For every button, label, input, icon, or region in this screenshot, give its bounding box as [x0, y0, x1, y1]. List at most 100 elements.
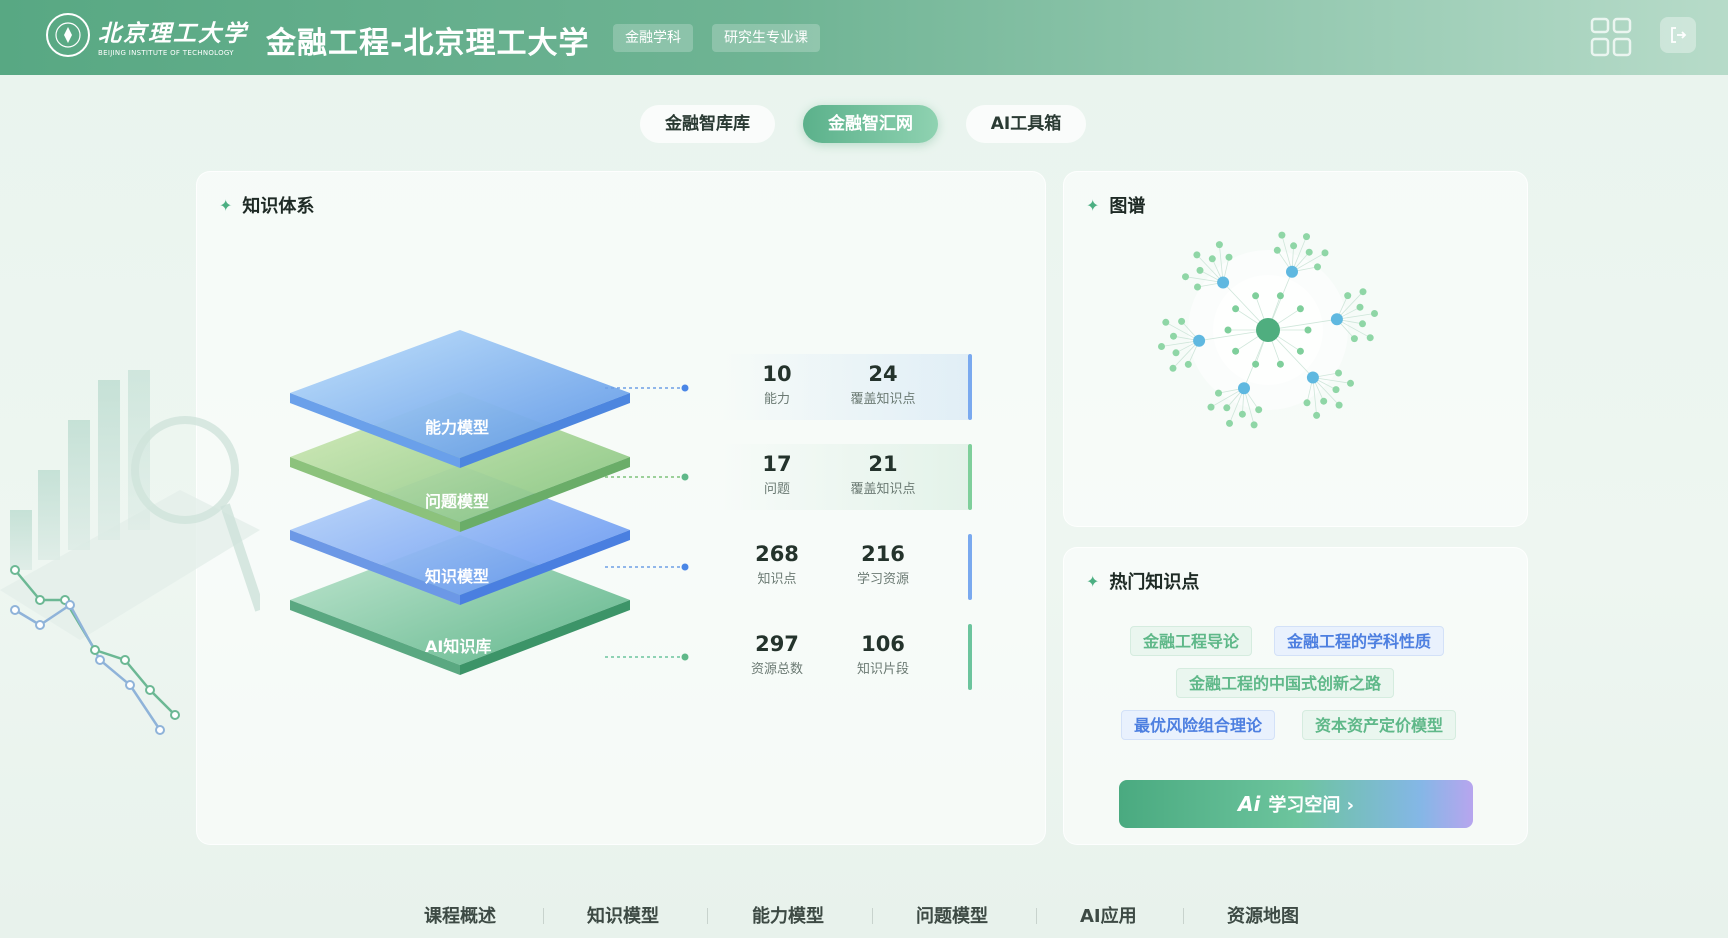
- graph-node[interactable]: [1250, 421, 1258, 429]
- graph-node[interactable]: [1296, 347, 1304, 355]
- graph-hub-node[interactable]: [1286, 265, 1298, 278]
- graph-node[interactable]: [1314, 263, 1321, 271]
- layer-label-knowledge[interactable]: 知识模型: [425, 567, 490, 586]
- nav-ai-application[interactable]: AI应用: [1080, 906, 1137, 927]
- graph-node[interactable]: [1344, 292, 1352, 300]
- nav-ability-model[interactable]: 能力模型: [752, 906, 824, 927]
- graph-node[interactable]: [1303, 399, 1311, 407]
- graph-node[interactable]: [1356, 303, 1364, 311]
- graph-node[interactable]: [1304, 326, 1312, 334]
- graph-node[interactable]: [1215, 389, 1222, 397]
- graph-edge: [1172, 340, 1200, 369]
- graph-node[interactable]: [1320, 397, 1328, 405]
- graph-node[interactable]: [1178, 317, 1186, 325]
- graph-node[interactable]: [1350, 335, 1358, 343]
- logout-icon[interactable]: [1660, 17, 1696, 53]
- nav-resource-map[interactable]: 资源地图: [1227, 906, 1299, 927]
- hot-chip-china-innovation[interactable]: 金融工程的中国式创新之路: [1176, 668, 1395, 698]
- graph-node[interactable]: [1347, 379, 1354, 387]
- tab-finance-think-tank[interactable]: 金融智库库: [640, 105, 775, 143]
- hot-chip-capm[interactable]: 资本资产定价模型: [1302, 710, 1457, 740]
- graph-hub-node[interactable]: [1306, 371, 1319, 384]
- logo-cn-text: 北京理工大学: [98, 19, 248, 47]
- knowledge-layer-stack: [290, 330, 689, 675]
- graph-node[interactable]: [1172, 349, 1180, 357]
- graph-node[interactable]: [1208, 255, 1216, 263]
- graph-node[interactable]: [1335, 401, 1343, 409]
- graph-node[interactable]: [1303, 233, 1310, 241]
- hot-chip-discipline[interactable]: 金融工程的学科性质: [1274, 626, 1445, 656]
- graph-edge: [1336, 318, 1371, 339]
- graph-node[interactable]: [1232, 305, 1240, 313]
- graph-node[interactable]: [1226, 419, 1233, 427]
- graph-node[interactable]: [1255, 406, 1263, 414]
- graph-node[interactable]: [1321, 249, 1329, 257]
- graph-node[interactable]: [1170, 332, 1177, 340]
- graph-node[interactable]: [1225, 253, 1233, 261]
- graph-hub-node[interactable]: [1217, 276, 1230, 289]
- graph-node[interactable]: [1290, 242, 1298, 250]
- ai-learning-space-button[interactable]: Ai 学习空间 ›: [1119, 780, 1473, 828]
- stat-value: 21: [868, 452, 898, 476]
- layer-label-ability[interactable]: 能力模型: [425, 418, 490, 437]
- graph-node[interactable]: [1184, 360, 1192, 368]
- graph-edge: [1312, 377, 1317, 416]
- graph-node[interactable]: [1193, 251, 1201, 259]
- hot-chip-intro[interactable]: 金融工程导论: [1130, 626, 1253, 656]
- graph-node[interactable]: [1305, 248, 1313, 256]
- hot-chip-optimal-portfolio[interactable]: 最优风险组合理论: [1121, 710, 1276, 740]
- graph-node[interactable]: [1313, 411, 1321, 419]
- graph-node[interactable]: [1224, 326, 1232, 334]
- nav-problem-model[interactable]: 问题模型: [916, 906, 988, 927]
- sparkle-icon: ✦: [219, 195, 233, 215]
- stat-row-knowledge: 268 知识点 216 学习资源: [722, 534, 972, 600]
- layer-label-ai-kb[interactable]: AI知识库: [425, 637, 492, 656]
- stat-label: 能力: [763, 392, 790, 407]
- graph-node[interactable]: [1359, 320, 1366, 328]
- bottom-nav: 课程概述 知识模型 能力模型 问题模型 AI应用 资源地图: [0, 902, 1728, 932]
- graph-node[interactable]: [1232, 347, 1240, 355]
- nav-course-overview[interactable]: 课程概述: [424, 906, 496, 927]
- graph-hub-node[interactable]: [1330, 313, 1343, 326]
- tag-course-level: 研究生专业课: [712, 24, 820, 52]
- graph-node[interactable]: [1194, 283, 1201, 291]
- sparkle-icon: ✦: [1086, 571, 1100, 591]
- graph-node[interactable]: [1196, 266, 1204, 274]
- grid-icon[interactable]: [1588, 14, 1634, 60]
- graph-node[interactable]: [1276, 360, 1284, 368]
- graph-node[interactable]: [1162, 318, 1170, 326]
- graph-node[interactable]: [1296, 305, 1304, 313]
- graph-hub-node[interactable]: [1193, 334, 1206, 347]
- site-title: 金融工程-北京理工大学: [266, 26, 590, 61]
- graph-node[interactable]: [1371, 310, 1378, 317]
- graph-node[interactable]: [1359, 288, 1367, 296]
- tab-finance-network[interactable]: 金融智汇网: [803, 105, 938, 143]
- graph-edge: [1312, 377, 1340, 406]
- graph-panel-title: 图谱: [1109, 196, 1146, 217]
- graph-node[interactable]: [1366, 334, 1374, 342]
- university-logo[interactable]: 北京理工大学 BEIJING INSTITUTE OF TECHNOLOGY: [46, 13, 248, 57]
- graph-node[interactable]: [1332, 386, 1340, 394]
- graph-node[interactable]: [1169, 364, 1177, 372]
- graph-node[interactable]: [1223, 404, 1231, 412]
- graph-node[interactable]: [1278, 231, 1286, 239]
- graph-node[interactable]: [1252, 292, 1260, 300]
- graph-node[interactable]: [1273, 246, 1281, 254]
- graph-node[interactable]: [1215, 241, 1223, 249]
- graph-edge: [1161, 340, 1200, 347]
- graph-root-node[interactable]: [1256, 318, 1280, 342]
- graph-node[interactable]: [1207, 403, 1215, 411]
- layer-label-problem[interactable]: 问题模型: [425, 492, 490, 511]
- graph-edge: [1291, 252, 1326, 273]
- graph-node[interactable]: [1252, 360, 1260, 368]
- stat-accent-bar: [968, 354, 972, 420]
- knowledge-graph[interactable]: [1125, 180, 1425, 500]
- tab-ai-toolbox[interactable]: AI工具箱: [966, 105, 1086, 143]
- nav-knowledge-model[interactable]: 知识模型: [587, 906, 659, 927]
- graph-node[interactable]: [1182, 273, 1189, 281]
- graph-node[interactable]: [1276, 292, 1284, 300]
- graph-node[interactable]: [1238, 410, 1246, 418]
- graph-hub-node[interactable]: [1238, 382, 1250, 395]
- graph-node[interactable]: [1335, 369, 1342, 377]
- graph-node[interactable]: [1158, 343, 1165, 350]
